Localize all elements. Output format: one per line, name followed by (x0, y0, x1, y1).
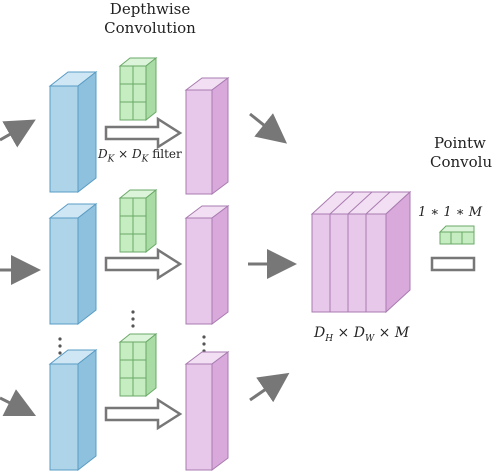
depthwise-filter-1 (118, 56, 158, 122)
depthwise-filter-2 (118, 188, 158, 254)
hollow-arrow-1 (104, 116, 183, 150)
depthwise-filter-3 (118, 332, 158, 398)
intermediate-slab-3 (184, 351, 230, 471)
output-dimension-label: DH × DW × M (314, 325, 410, 344)
hollow-arrow-pointwise (430, 256, 476, 272)
pointwise-title: Pointw Convolu (430, 136, 492, 170)
intermediate-slab-1 (184, 77, 230, 195)
ellipsis-dots-filter (131, 310, 135, 328)
input-channel-slab-2 (48, 202, 98, 326)
pointwise-title-line2: Convolu (430, 153, 492, 171)
ellipsis-dots-input (58, 337, 62, 355)
pointwise-title-line1: Pointw (434, 134, 486, 152)
pointwise-kernel-label: 1 ∗ 1 ∗ M (418, 205, 483, 220)
input-channel-slab-3 (48, 348, 98, 472)
pointwise-kernel (438, 225, 475, 245)
depthwise-title-line1: Depthwise (109, 0, 191, 18)
input-arrow-3 (0, 389, 37, 417)
hollow-arrow-3 (104, 397, 183, 431)
filter-size-label: DK × DK filter (98, 147, 182, 165)
depthwise-title-line2: Convolution (104, 19, 196, 37)
input-arrow-1 (0, 119, 36, 148)
depthwise-title: Depthwise Convolution (90, 2, 210, 36)
hollow-arrow-2 (104, 247, 183, 281)
stacked-output-volume (310, 190, 412, 314)
depthwise-separable-diagram (0, 56, 476, 472)
intermediate-slab-2 (184, 205, 230, 325)
merge-arrow-3 (249, 372, 290, 403)
merge-arrow-1 (249, 112, 288, 144)
input-channel-slab-1 (48, 70, 98, 194)
ellipsis-dots-intermediate (202, 335, 206, 353)
